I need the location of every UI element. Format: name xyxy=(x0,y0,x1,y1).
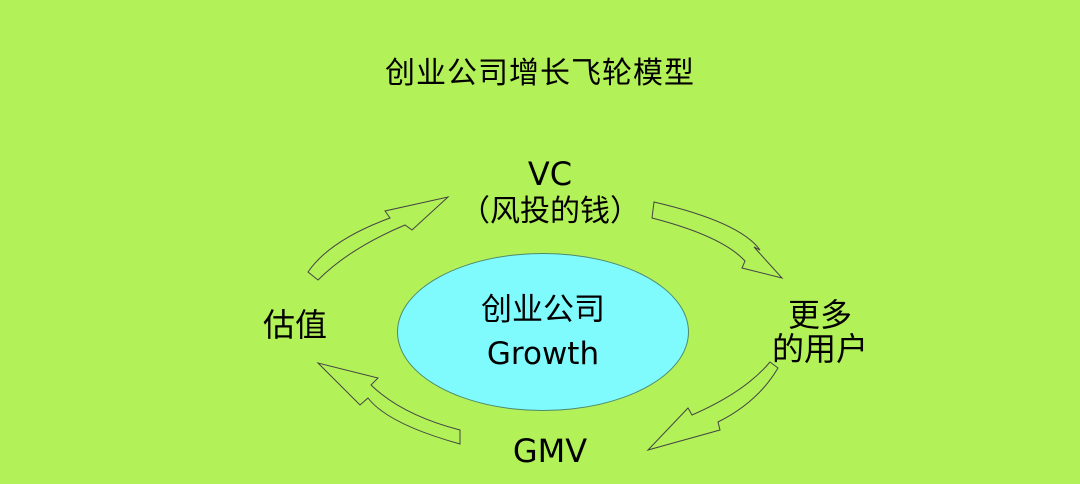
node-users-line2: 的用户 xyxy=(771,330,868,368)
center-label-line2: Growth xyxy=(486,336,600,372)
center-ellipse: 创业公司 Growth xyxy=(397,253,689,411)
node-vc-sublabel: （风投的钱） xyxy=(460,194,640,229)
node-vc-label: VC xyxy=(527,155,573,193)
diagram-title: 创业公司增长飞轮模型 xyxy=(385,56,695,91)
center-label-line1: 创业公司 xyxy=(481,292,605,328)
node-gmv: GMV xyxy=(512,432,588,470)
arrow-valuation-to-vc xyxy=(307,196,450,281)
node-vc: VC （风投的钱） xyxy=(430,155,670,231)
arrow-users-to-gmv xyxy=(646,361,779,451)
node-valuation: 估值 xyxy=(262,306,327,344)
node-more-users: 更多 的用户 xyxy=(740,298,900,366)
node-users-line1: 更多 xyxy=(787,296,852,334)
arrow-gmv-to-valuation xyxy=(316,362,461,445)
arrow-vc-to-users xyxy=(651,201,784,279)
